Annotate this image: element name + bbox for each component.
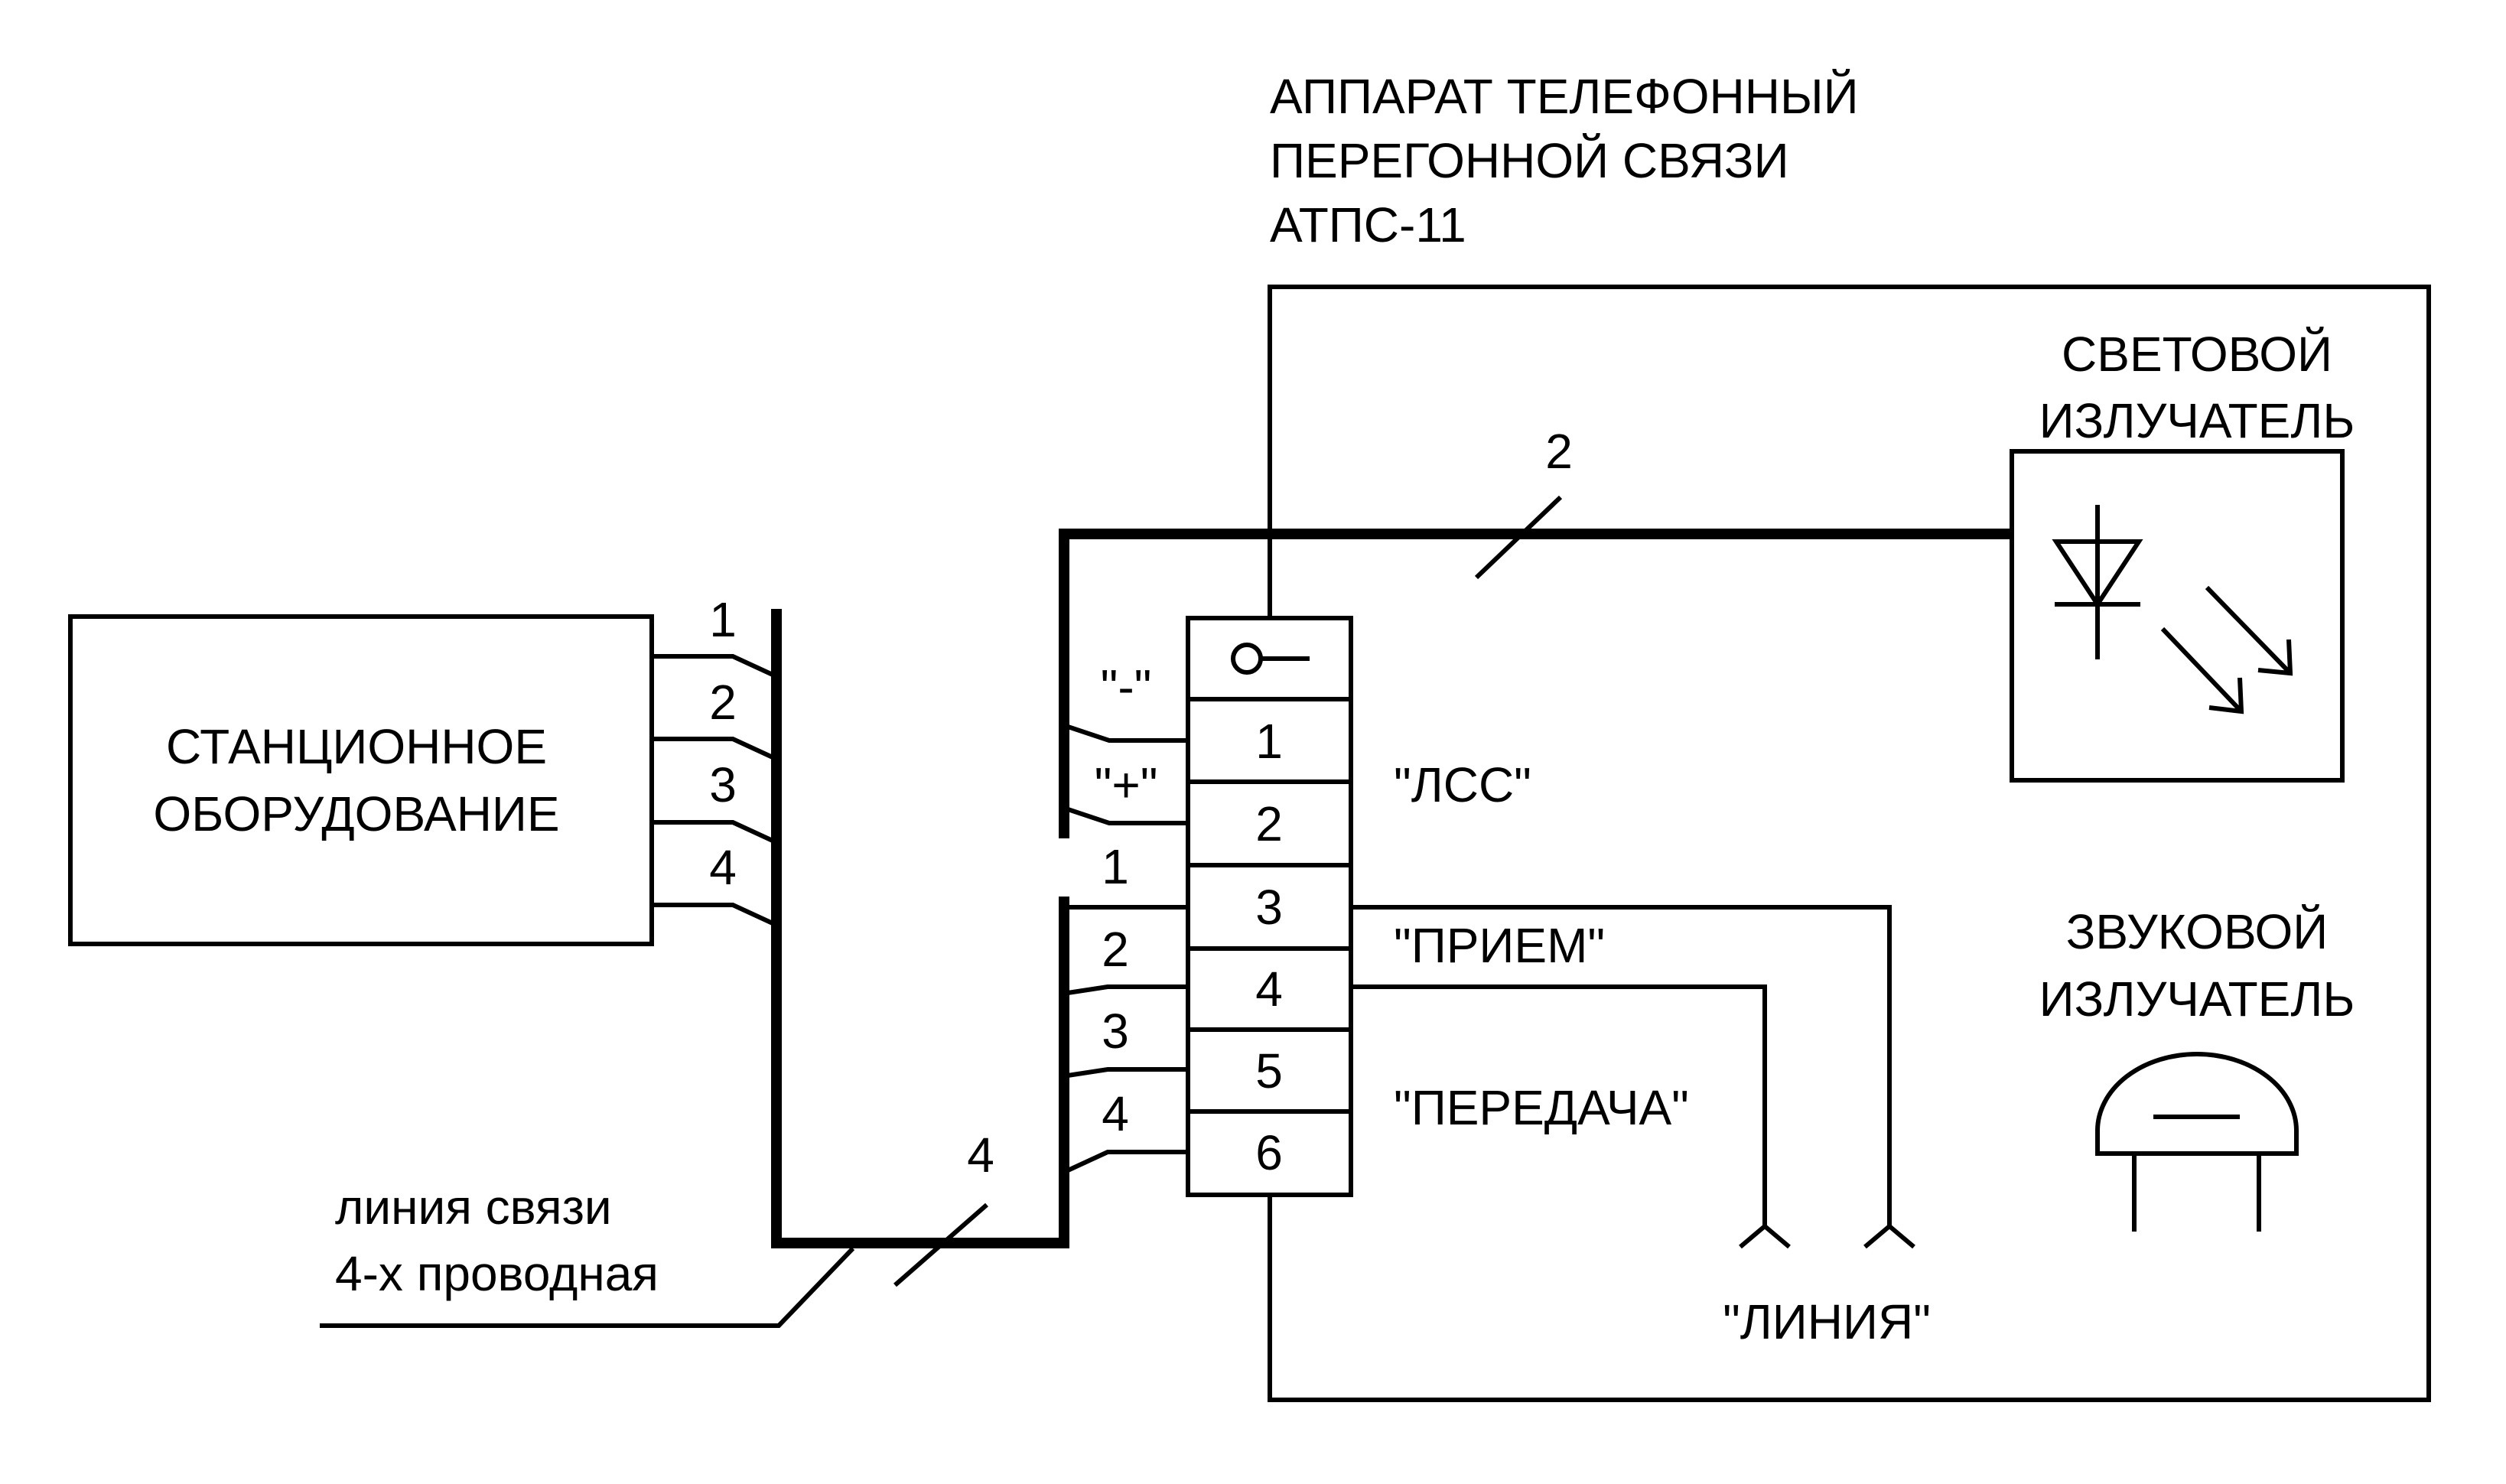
lss-bundle-tick <box>1474 495 1563 580</box>
light-emitter: СВЕТОВОЙ ИЗЛУЧАТЕЛЬ <box>2010 326 2355 783</box>
terminal-block: 1 2 3 4 5 6 <box>1186 616 1353 1197</box>
station-wire-1 <box>652 654 774 677</box>
device-line-wire-4 <box>1066 1150 1188 1173</box>
lss-wire-plus <box>1067 807 1188 825</box>
led-icon <box>2052 505 2293 714</box>
line-leader <box>320 1246 855 1328</box>
terminal-number-2: 2 <box>1255 796 1283 851</box>
light-emitter-label-line-1: СВЕТОВОЙ <box>2062 326 2332 382</box>
line-bus <box>771 609 1069 1248</box>
device-title-line-2: ПЕРЕГОННОЙ СВЯЗИ <box>1270 132 1789 188</box>
device-title-line-3: АТПС-11 <box>1270 197 1466 252</box>
lss-bundle-count: 2 <box>1545 424 1573 479</box>
station-wire-number-4: 4 <box>709 840 737 895</box>
station-wires <box>652 654 774 926</box>
light-emitter-label-line-2: ИЗЛУЧАТЕЛЬ <box>2039 393 2355 448</box>
transmit-label: "ПЕРЕДАЧА" <box>1394 1080 1689 1135</box>
line-bundle-tick <box>893 1202 988 1287</box>
line-bundle-count: 4 <box>967 1128 994 1183</box>
station-equipment: СТАНЦИОННОЕ ОБОРУДОВАНИЕ <box>68 614 654 946</box>
light-emitter-box <box>2010 449 2345 783</box>
terminal-number-3: 3 <box>1255 880 1283 935</box>
lss-bus <box>1059 529 2012 838</box>
device-wire-number-4: 4 <box>1102 1086 1129 1141</box>
device-wire-number-1: 1 <box>1102 839 1129 894</box>
line-connector-wires <box>1351 905 1915 1249</box>
buzzer-icon <box>2095 1052 2299 1232</box>
sound-emitter: ЗВУКОВОЙ ИЗЛУЧАТЕЛЬ <box>2039 903 2355 1232</box>
terminal-key-icon <box>1231 643 1310 675</box>
lss-group-label: "ЛСС" <box>1394 757 1531 812</box>
station-wire-number-2: 2 <box>709 675 737 730</box>
lss-wire-minus <box>1067 724 1188 743</box>
station-wire-number-3: 3 <box>709 757 737 812</box>
terminal-number-5: 5 <box>1255 1043 1283 1098</box>
station-wire-2 <box>652 737 774 760</box>
receive-connector <box>1863 1223 1915 1249</box>
line-connector-label: "ЛИНИЯ" <box>1723 1294 1931 1349</box>
device-line-wire-3 <box>1067 1067 1188 1078</box>
station-label-line-2: ОБОРУДОВАНИЕ <box>153 786 559 841</box>
terminal-number-6: 6 <box>1255 1125 1283 1180</box>
receive-wire <box>1351 905 1892 1226</box>
station-wire-number-1: 1 <box>709 592 737 647</box>
lss-minus-label: "-" <box>1101 659 1152 714</box>
device-line-wire-2 <box>1067 984 1188 995</box>
device-line-wires <box>1066 905 1188 1173</box>
receive-label: "ПРИЕМ" <box>1394 918 1605 973</box>
lss-plus-label: "+" <box>1095 757 1158 812</box>
device-wire-number-2: 2 <box>1102 922 1129 977</box>
terminal-number-1: 1 <box>1255 714 1283 769</box>
sound-emitter-label-line-1: ЗВУКОВОЙ <box>2066 903 2329 959</box>
device-enclosure <box>1268 285 2431 1402</box>
device-wire-number-3: 3 <box>1102 1004 1129 1059</box>
lss-wires <box>1067 724 1188 825</box>
station-label-line-1: СТАНЦИОННОЕ <box>166 719 547 774</box>
station-wire-3 <box>652 820 774 843</box>
device-title-line-1: АППАРАТ ТЕЛЕФОННЫЙ <box>1270 68 1859 124</box>
station-wire-4 <box>652 903 774 926</box>
line-label-line-1: линия связи <box>335 1180 612 1235</box>
transmit-wire <box>1351 984 1767 1226</box>
transmit-connector <box>1739 1223 1791 1249</box>
device-title: АППАРАТ ТЕЛЕФОННЫЙ ПЕРЕГОННОЙ СВЯЗИ АТПС… <box>1270 68 1859 252</box>
station-equipment-box <box>68 614 654 946</box>
line-label-line-2: 4-х проводная <box>335 1246 659 1301</box>
terminal-number-4: 4 <box>1255 962 1283 1017</box>
sound-emitter-label-line-2: ИЗЛУЧАТЕЛЬ <box>2039 971 2355 1027</box>
